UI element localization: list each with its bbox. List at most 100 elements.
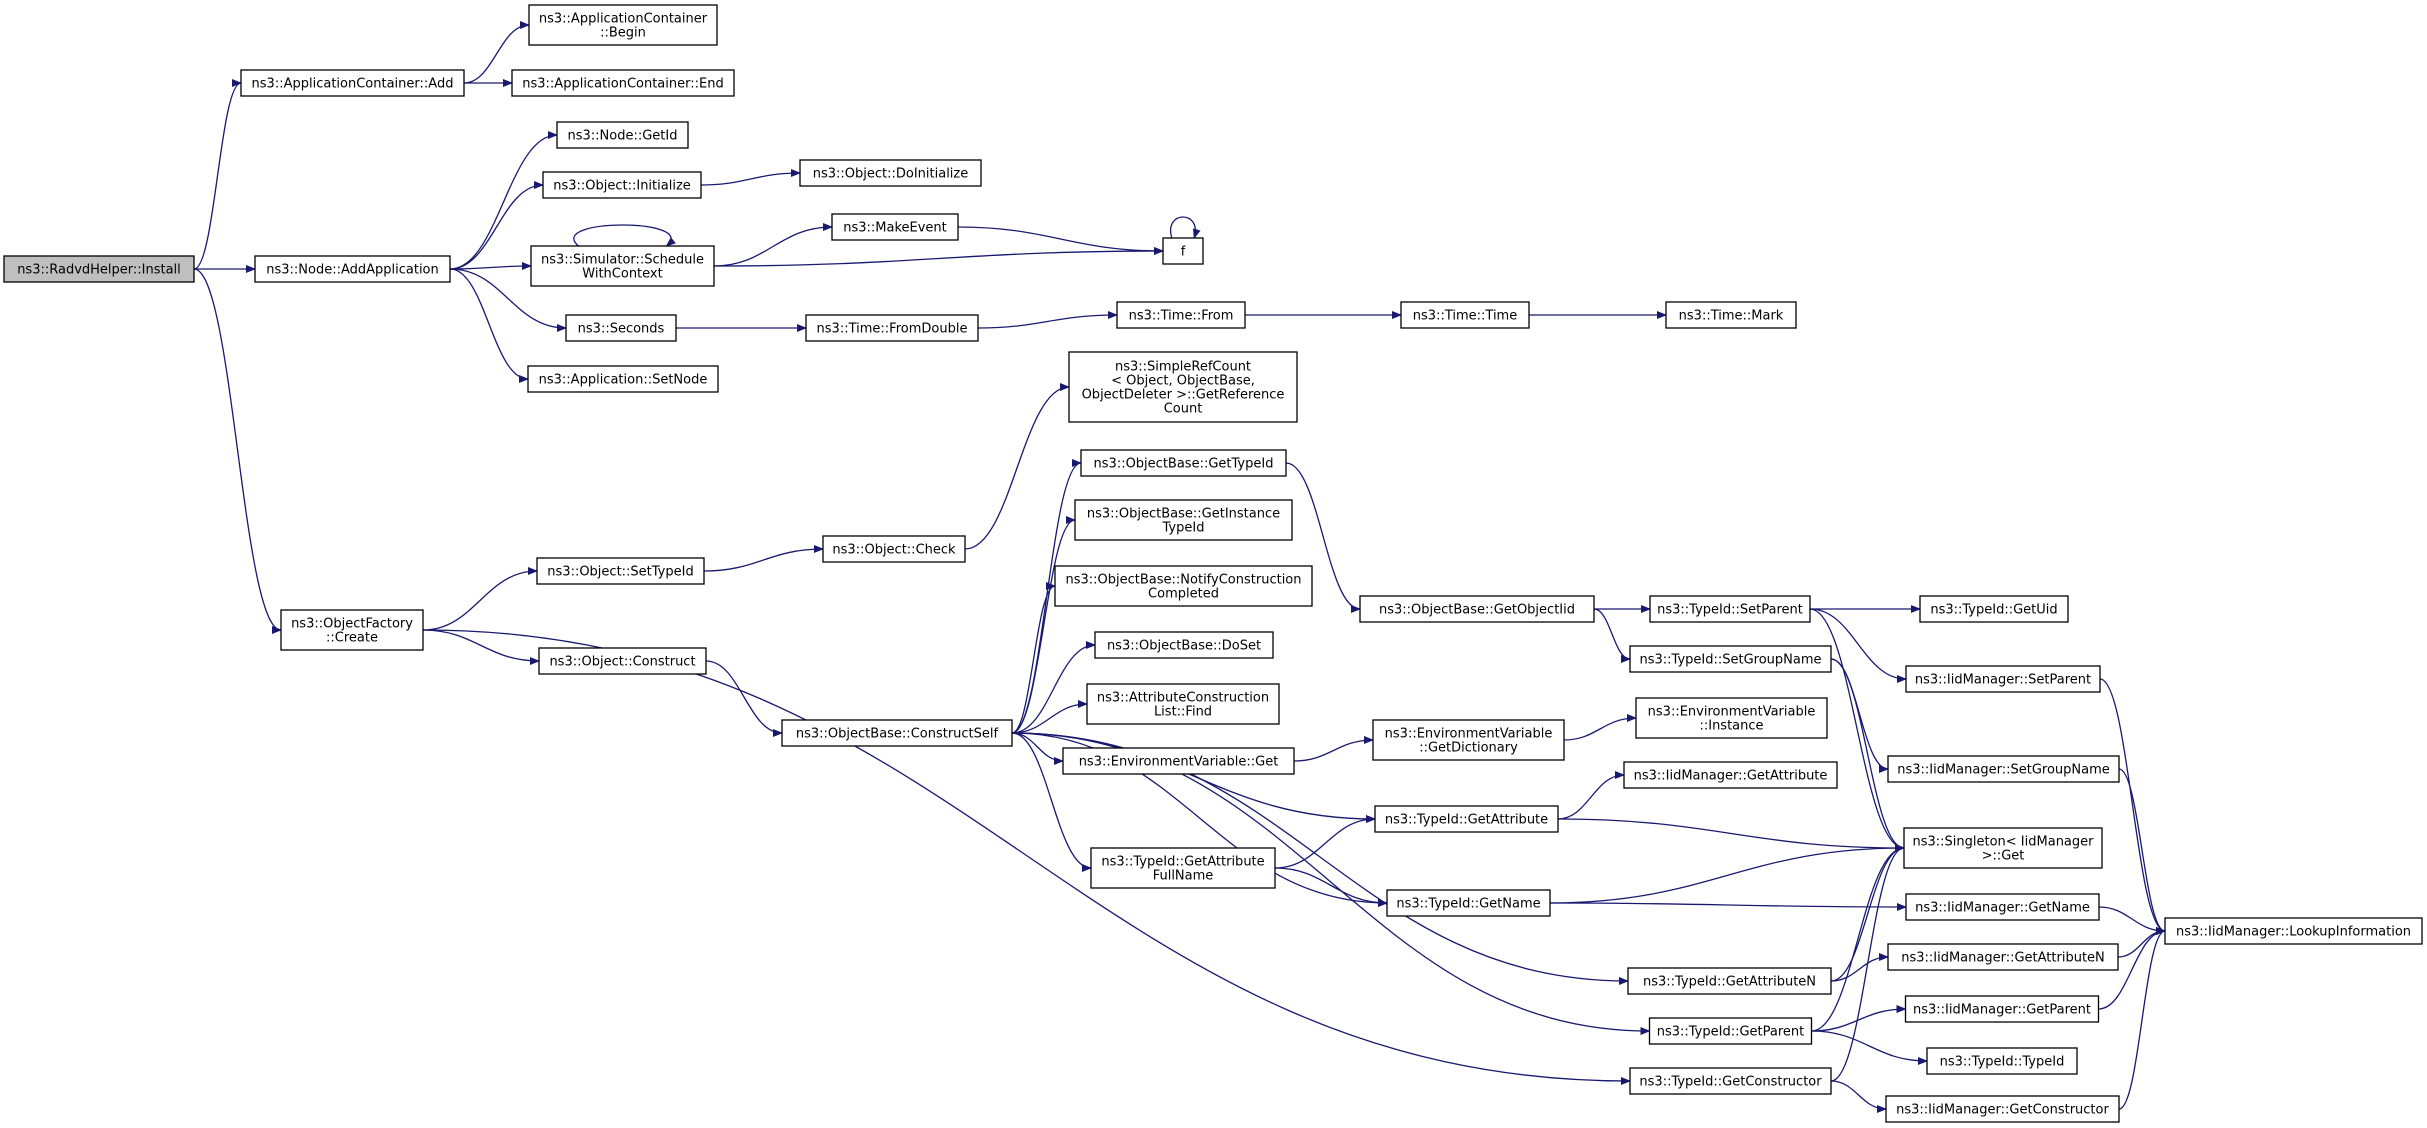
- edge-node_addapp-to-app_setnode: [449, 268, 529, 383]
- edge-tid_getattributen-to-singleton_get: [1830, 844, 1905, 982]
- node-appc-end[interactable]: ns3::ApplicationContainer::End: [511, 69, 735, 97]
- node-label: ns3::ApplicationContainer::End: [522, 77, 723, 92]
- node-time-from[interactable]: ns3::Time::From: [1116, 301, 1246, 329]
- edge-iid_setparent-to-iid_lookup: [2099, 678, 2166, 935]
- node-app-setnode[interactable]: ns3::Application::SetNode: [527, 365, 719, 393]
- node-box: [805, 314, 979, 342]
- node-label: ns3::IidManager::GetAttribute: [1634, 769, 1828, 784]
- node-tid-getattribute[interactable]: ns3::TypeId::GetAttribute: [1374, 805, 1559, 833]
- edge-node_addapp-to-seconds: [449, 268, 567, 332]
- node-iid-getconstructor[interactable]: ns3::IidManager::GetConstructor: [1885, 1095, 2120, 1123]
- node-seconds[interactable]: ns3::Seconds: [565, 314, 677, 342]
- node-box: [527, 365, 719, 393]
- node-box: [1094, 631, 1274, 659]
- node-label: ns3::Singleton< IidManager: [1912, 835, 2094, 850]
- node-iid-lookup[interactable]: ns3::IidManager::LookupInformation: [2164, 917, 2423, 945]
- node-tid-setparent[interactable]: ns3::TypeId::SetParent: [1649, 595, 1811, 623]
- edge-f-to-f: [1169, 216, 1201, 239]
- node-appc-begin[interactable]: ns3::ApplicationContainer::Begin: [528, 4, 718, 46]
- node-makeevent[interactable]: ns3::MakeEvent: [831, 213, 959, 241]
- edge-appc_add-to-appc_begin: [463, 21, 530, 84]
- node-ob-notify[interactable]: ns3::ObjectBase::NotifyConstructionCompl…: [1054, 565, 1313, 607]
- node-label: ns3::Node::AddApplication: [266, 263, 439, 278]
- node-envvar-instance[interactable]: ns3::EnvironmentVariable::Instance: [1635, 697, 1828, 739]
- node-label: ns3::ObjectBase::GetTypeId: [1094, 457, 1274, 472]
- node-obj-settypeid[interactable]: ns3::Object::SetTypeId: [536, 557, 705, 585]
- node-obj-construct[interactable]: ns3::Object::Construct: [538, 647, 707, 675]
- edge-tid_getattributen-to-iid_getattributen: [1830, 953, 1889, 982]
- node-tid-getname[interactable]: ns3::TypeId::GetName: [1386, 889, 1551, 917]
- edge-ob_constructself-to-tid_getattrfullname: [1011, 732, 1092, 872]
- edge-ob_constructself-to-ob_doset: [1011, 641, 1096, 734]
- node-time-mark[interactable]: ns3::Time::Mark: [1665, 301, 1797, 329]
- node-box: [1386, 889, 1551, 917]
- edge-ob_constructself-to-ob_getinsttypeid: [1011, 516, 1076, 734]
- node-node-addapp[interactable]: ns3::Node::AddApplication: [254, 255, 451, 283]
- node-box: [1054, 565, 1313, 607]
- node-appc-add[interactable]: ns3::ApplicationContainer::Add: [240, 69, 465, 97]
- node-box: [511, 69, 735, 97]
- node-iid-getattribute[interactable]: ns3::IidManager::GetAttribute: [1623, 761, 1838, 789]
- node-tid-getuid[interactable]: ns3::TypeId::GetUid: [1919, 595, 2069, 623]
- node-box: [1887, 943, 2119, 971]
- node-tid-getparent[interactable]: ns3::TypeId::GetParent: [1648, 1017, 1813, 1045]
- node-iid-setparent[interactable]: ns3::IidManager::SetParent: [1905, 665, 2101, 693]
- node-label: < Object, ObjectBase,: [1111, 374, 1255, 389]
- node-box: [1400, 301, 1530, 329]
- node-singleton-get[interactable]: ns3::Singleton< IidManager>::Get: [1903, 827, 2103, 869]
- node-label: ns3::TypeId::GetAttribute: [1101, 855, 1264, 870]
- edge-tid_getattrfullname-to-tid_getattribute: [1274, 815, 1376, 869]
- edge-tid_getattribute-to-iid_getattribute: [1557, 771, 1625, 820]
- node-simplerefcount[interactable]: ns3::SimpleRefCount< Object, ObjectBase,…: [1068, 351, 1298, 423]
- node-f[interactable]: f: [1162, 237, 1204, 265]
- node-box: [556, 121, 689, 149]
- node-obj-doinit[interactable]: ns3::Object::DoInitialize: [799, 159, 982, 187]
- node-time-time[interactable]: ns3::Time::Time: [1400, 301, 1530, 329]
- node-ob-doset[interactable]: ns3::ObjectBase::DoSet: [1094, 631, 1274, 659]
- node-box: [1665, 301, 1797, 329]
- node-label: ns3::Application::SetNode: [539, 373, 708, 388]
- node-label: ns3::IidManager::LookupInformation: [2176, 925, 2411, 940]
- node-time-fromdouble[interactable]: ns3::Time::FromDouble: [805, 314, 979, 342]
- node-envvar-getdict[interactable]: ns3::EnvironmentVariable::GetDictionary: [1372, 719, 1565, 761]
- node-tid-typeid[interactable]: ns3::TypeId::TypeId: [1926, 1047, 2078, 1075]
- node-ob-constructself[interactable]: ns3::ObjectBase::ConstructSelf: [781, 719, 1013, 747]
- node-iid-getparent[interactable]: ns3::IidManager::GetParent: [1904, 995, 2100, 1023]
- node-label: ns3::Time::From: [1129, 309, 1234, 324]
- edge-envvar_get-to-envvar_getdict: [1293, 736, 1374, 762]
- node-label: f: [1181, 245, 1186, 260]
- node-iid-getattributen[interactable]: ns3::IidManager::GetAttributeN: [1887, 943, 2119, 971]
- node-iid-setgroupname[interactable]: ns3::IidManager::SetGroupName: [1887, 755, 2120, 783]
- node-label: List::Find: [1154, 705, 1212, 720]
- edge-obj_init-to-obj_doinit: [700, 169, 801, 186]
- node-tid-getattributen[interactable]: ns3::TypeId::GetAttributeN: [1627, 967, 1832, 995]
- node-label: ns3::IidManager::SetGroupName: [1897, 763, 2110, 778]
- node-ob-gettypeid[interactable]: ns3::ObjectBase::GetTypeId: [1080, 449, 1287, 477]
- node-obj-init[interactable]: ns3::Object::Initialize: [542, 171, 702, 199]
- node-iid-getname[interactable]: ns3::IidManager::GetName: [1905, 893, 2100, 921]
- node-label: ns3::TypeId::GetName: [1396, 897, 1540, 912]
- node-label: ns3::ApplicationContainer::Add: [252, 77, 454, 92]
- node-obj-check[interactable]: ns3::Object::Check: [822, 535, 966, 563]
- node-label: ns3::IidManager::GetAttributeN: [1901, 951, 2105, 966]
- node-ob-getobjecttid[interactable]: ns3::ObjectBase::GetObjectIid: [1359, 595, 1595, 623]
- node-tid-setgroupname[interactable]: ns3::TypeId::SetGroupName: [1629, 645, 1832, 673]
- node-envvar-get[interactable]: ns3::EnvironmentVariable::Get: [1062, 747, 1295, 775]
- node-install[interactable]: ns3::RadvdHelper::Install: [3, 255, 195, 283]
- edge-ob_getobjecttid-to-tid_setgroupname: [1593, 608, 1631, 663]
- edge-obj_construct-to-ob_constructself: [705, 660, 783, 737]
- node-box: [1904, 995, 2100, 1023]
- node-node-getid[interactable]: ns3::Node::GetId: [556, 121, 689, 149]
- node-label: FullName: [1153, 869, 1214, 884]
- node-box: [1074, 499, 1293, 541]
- node-tid-getconstructor[interactable]: ns3::TypeId::GetConstructor: [1629, 1067, 1832, 1095]
- node-label: ns3::ObjectBase::NotifyConstruction: [1066, 573, 1302, 588]
- node-objfactory-create[interactable]: ns3::ObjectFactory::Create: [280, 609, 424, 651]
- edge-tid_getattribute-to-singleton_get: [1557, 818, 1905, 852]
- node-label: ObjectDeleter >::GetReference: [1082, 388, 1285, 403]
- edge-ob_gettypeid-to-ob_getobjecttid: [1285, 462, 1361, 613]
